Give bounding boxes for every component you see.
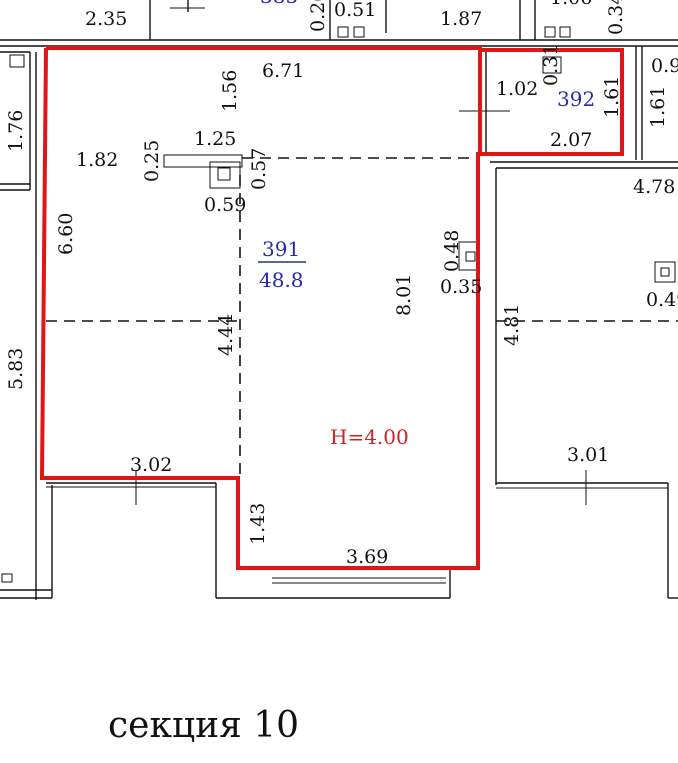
dimension-label: 1.56: [219, 70, 241, 112]
apartment-number: 391: [262, 237, 300, 261]
dimension-label: 1.61: [601, 76, 623, 118]
dimension-label: 1.82: [76, 149, 118, 171]
dimension-label: 3.01: [567, 444, 609, 466]
dimension-label: 1.43: [247, 503, 269, 545]
apartment-391-outline: [39, 46, 482, 570]
dimension-label: 0.51: [334, 0, 376, 21]
dimension-label: 0.25: [141, 140, 163, 182]
dimension-label: 6.60: [55, 213, 77, 255]
dimension-label: 8.01: [393, 274, 415, 316]
dimension-label: 1.25: [194, 128, 236, 150]
zone-dividers: [46, 157, 678, 478]
dimension-label: 2.35: [85, 8, 127, 30]
dimension-label: 1.76: [5, 110, 27, 152]
dimension-label: 6.71: [262, 60, 304, 82]
apartment-392-outline: [482, 48, 624, 156]
dimension-label: 0.31: [540, 44, 562, 86]
dimension-label: 0.34: [605, 0, 627, 35]
dimension-label: 4.78: [633, 176, 675, 198]
dimension-label: 1.87: [440, 8, 482, 30]
dimension-label: 0.57: [248, 148, 270, 190]
apartment-number-partial: 385: [260, 0, 298, 8]
dimension-label: 0.9: [651, 55, 678, 77]
dimension-label: 0.59: [204, 194, 246, 216]
dimension-label: 4.81: [501, 304, 523, 346]
dimension-label: 0.35: [440, 276, 482, 298]
dimension-label: 1.06: [550, 0, 592, 9]
section-caption: секция 10: [108, 705, 299, 746]
apartment-number: 392: [557, 87, 595, 111]
dimension-label: 3.02: [130, 454, 172, 476]
dimension-label: 0.26: [307, 0, 329, 32]
dimension-label: 0.48: [441, 230, 463, 272]
ceiling-height-label: H=4.00: [330, 425, 409, 449]
dimension-label: 1.61: [647, 86, 669, 128]
dimension-label: 2.07: [550, 129, 592, 151]
dimension-label: 3.69: [346, 546, 388, 568]
apartment-area: 48.8: [259, 268, 304, 292]
dimension-label: 5.83: [5, 348, 27, 390]
dimension-label: 4.44: [215, 314, 237, 356]
dimension-label: 1.02: [496, 78, 538, 100]
dimension-label: 0.49: [646, 289, 678, 311]
